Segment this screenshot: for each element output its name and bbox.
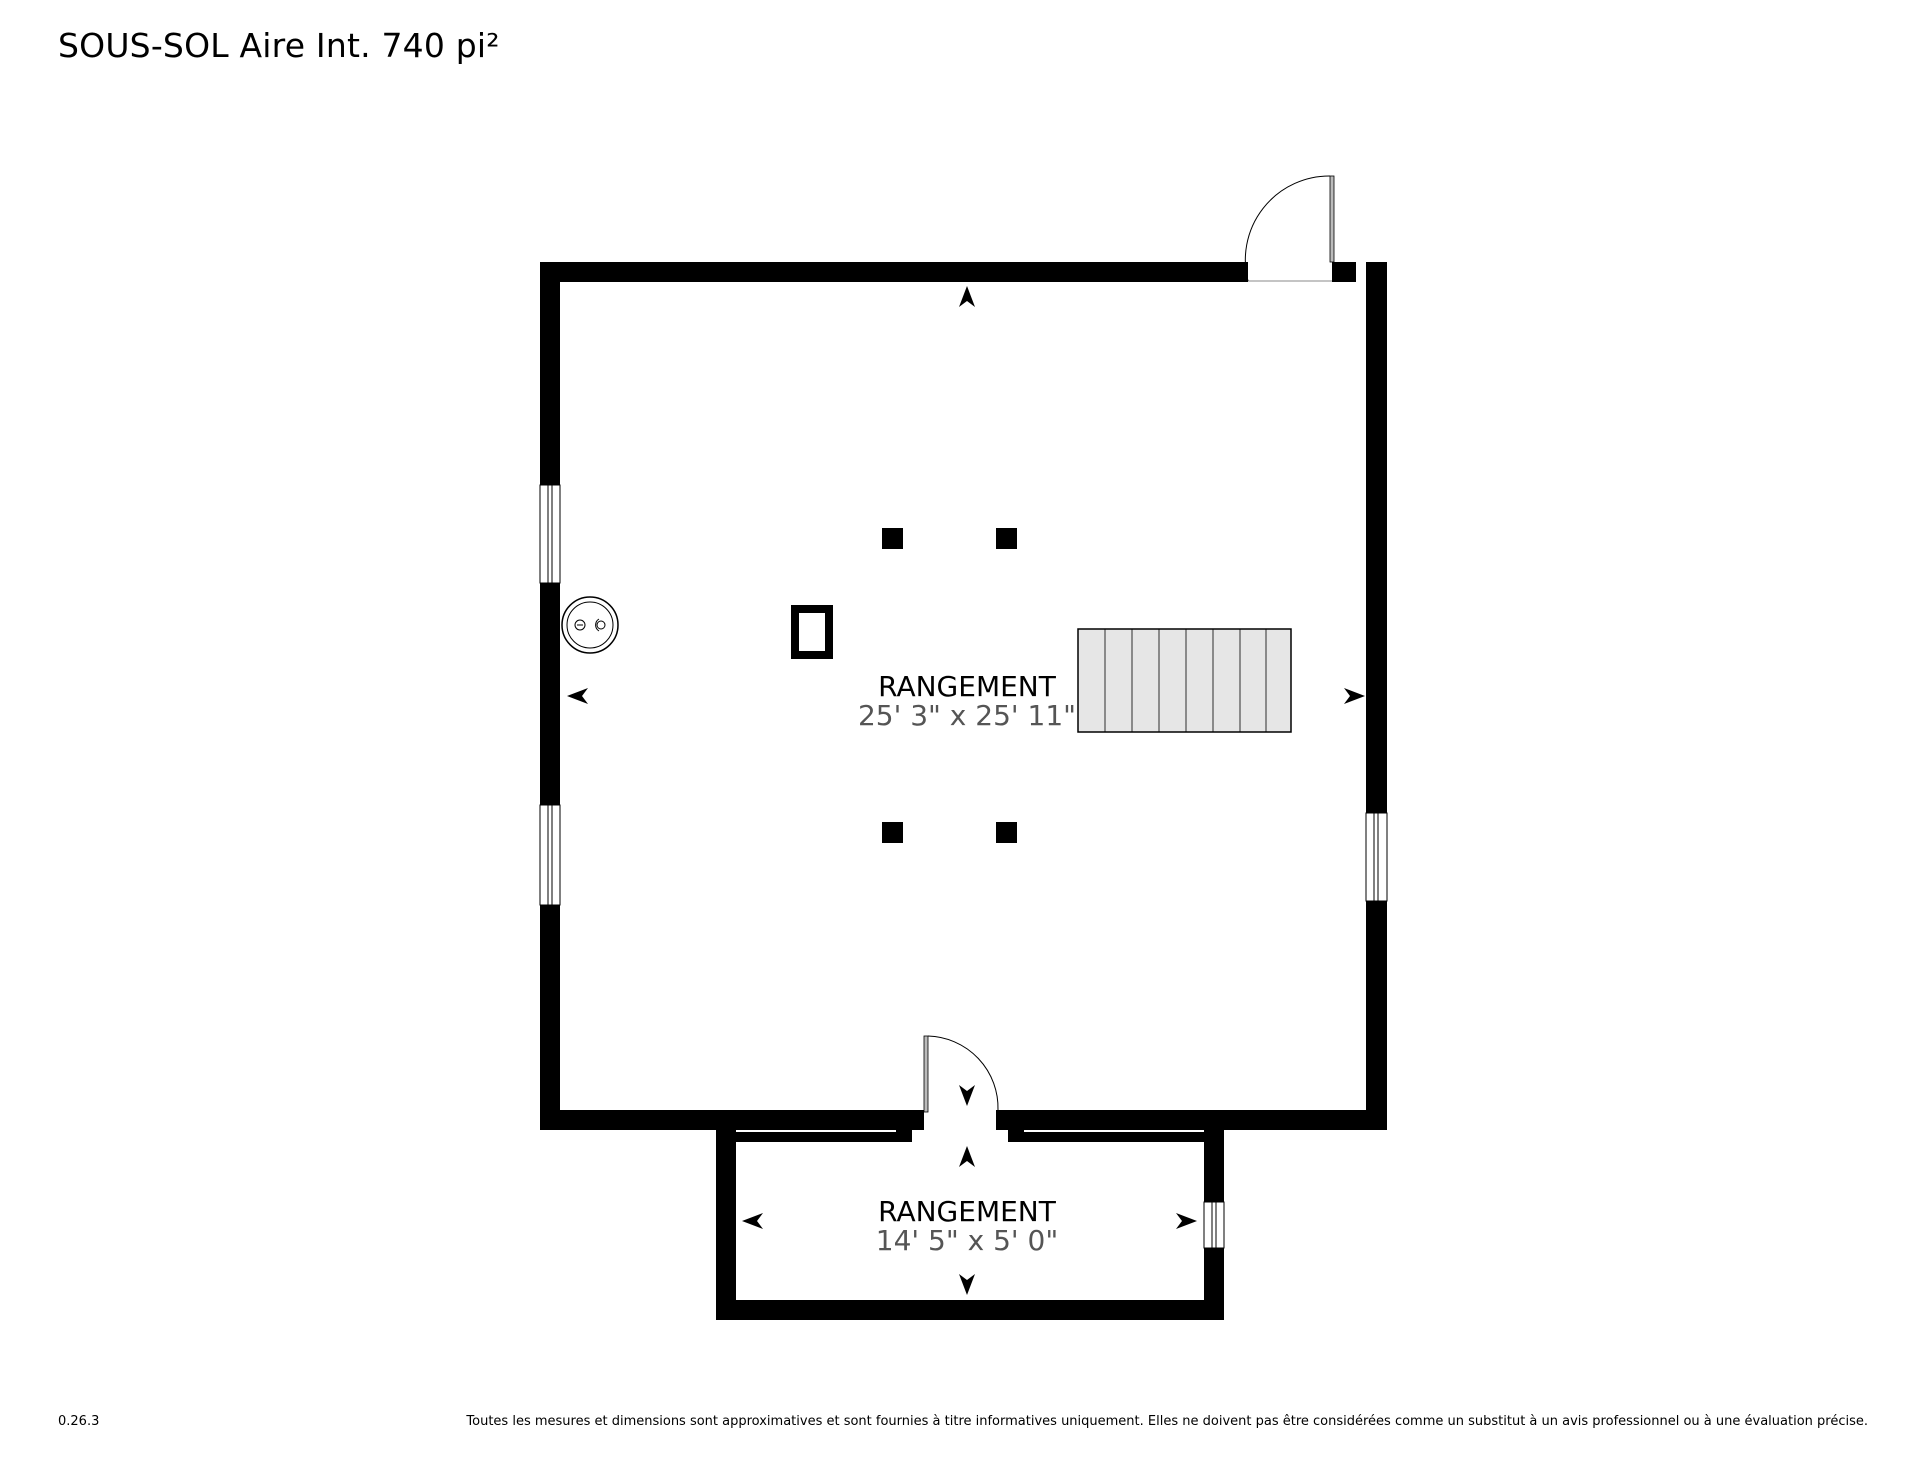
plan-title: SOUS-SOL Aire Int. 740 pi² xyxy=(58,26,500,65)
window-icon xyxy=(539,484,561,584)
column-icon xyxy=(882,528,1017,843)
door-icon xyxy=(923,1035,999,1132)
stairs-icon xyxy=(1077,628,1292,733)
window-icon xyxy=(1365,812,1388,902)
door-icon xyxy=(1244,175,1335,282)
chimney-icon xyxy=(791,605,833,659)
room-dimensions: 14' 5" x 5' 0" xyxy=(876,1224,1058,1257)
room-name: RANGEMENT xyxy=(878,670,1057,703)
room-dimensions: 25' 3" x 25' 11" xyxy=(858,699,1076,732)
window-icon xyxy=(539,804,561,906)
version-number: 0.26.3 xyxy=(58,1414,100,1429)
disclaimer-text: Toutes les mesures et dimensions sont ap… xyxy=(466,1414,1868,1429)
room-name: RANGEMENT xyxy=(878,1195,1057,1228)
window-icon xyxy=(1203,1201,1225,1249)
water-heater-icon xyxy=(561,596,619,654)
